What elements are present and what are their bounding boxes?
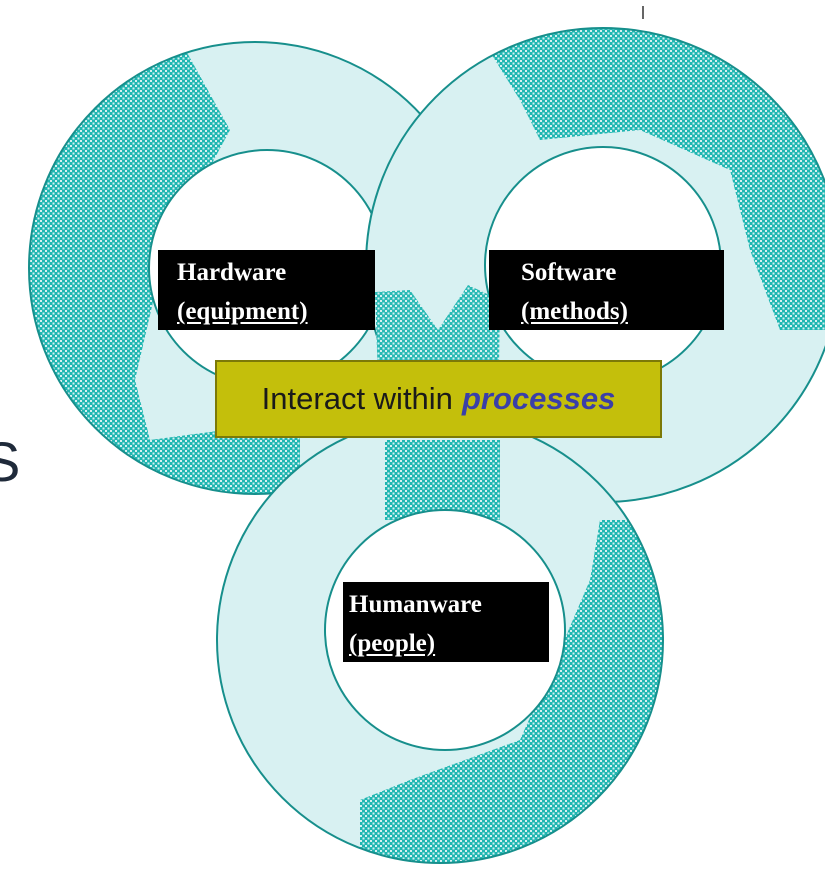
left-edge-glyph: S bbox=[0, 432, 18, 492]
interact-within-processes-box: Interact within processes bbox=[215, 360, 662, 438]
hardware-label: Hardware (equipment) bbox=[158, 250, 375, 330]
hardware-title: Hardware bbox=[177, 259, 287, 286]
interact-emphasis: processes bbox=[461, 381, 616, 416]
humanware-subtitle: (people) bbox=[349, 630, 436, 657]
humanware-label: Humanware (people) bbox=[343, 582, 549, 662]
interact-prefix: Interact within bbox=[261, 381, 453, 416]
software-label: Software (methods) bbox=[489, 250, 724, 330]
hardware-subtitle: (equipment) bbox=[177, 298, 308, 325]
software-subtitle: (methods) bbox=[521, 298, 628, 325]
software-title: Software bbox=[521, 259, 617, 286]
humanware-title: Humanware bbox=[349, 591, 482, 618]
